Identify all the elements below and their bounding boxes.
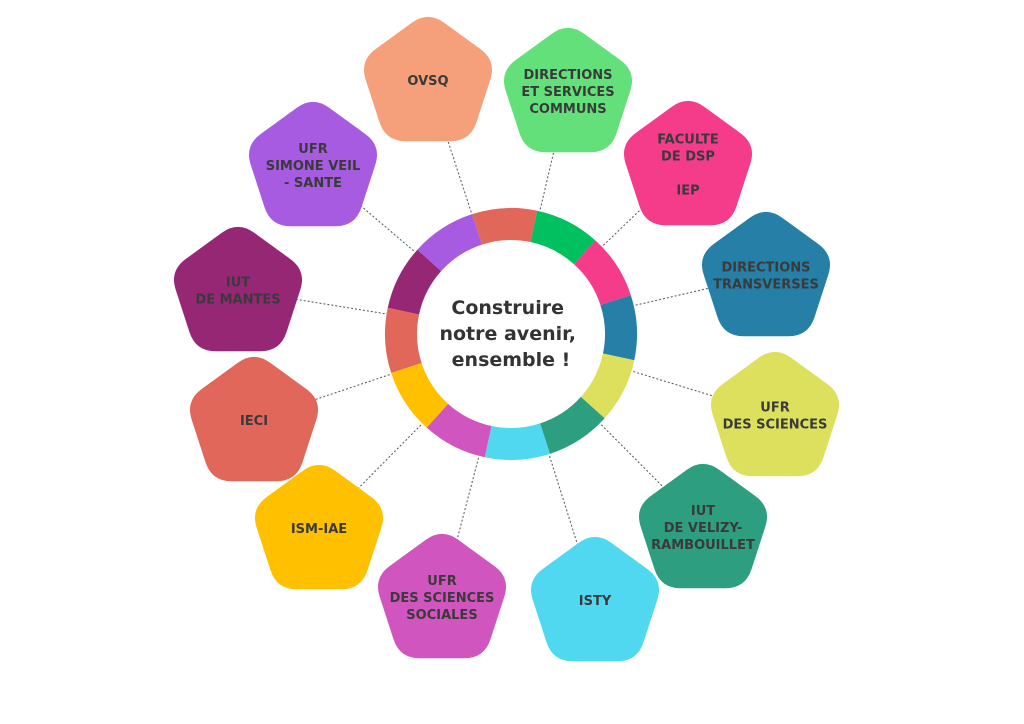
node-label-line: IEP (676, 184, 699, 199)
ring-segment-8 (426, 403, 492, 458)
node-shape-ufr-sciences-sociales (377, 533, 507, 659)
node-label-line: ISTY (579, 594, 612, 609)
node-shape-directions-transverses (701, 211, 831, 337)
node-label-line: DIRECTIONS (523, 68, 612, 83)
ring-segment-9 (391, 363, 449, 428)
node-label-line: DE MANTES (195, 293, 280, 308)
node-label-line: IUT (226, 276, 250, 291)
node-label-iut-velizy: IUT DE VELIZY- RAMBOUILLET (651, 504, 755, 553)
center-title: Construire notre avenir, ensemble ! (439, 297, 582, 371)
node-shape-faculte-dsp-iep (623, 100, 753, 226)
node-shape-iut-velizy (638, 463, 768, 589)
node-ufr-simone-veil: UFR SIMONE VEIL - SANTE (248, 101, 378, 227)
node-label-faculte-dsp-iep: FACULTE DE DSP IEP (657, 133, 718, 199)
node-label-line: RAMBOUILLET (651, 538, 755, 553)
node-label-line: UFR (760, 401, 789, 416)
node-label-line: SIMONE VEIL (266, 159, 361, 174)
node-iut-velizy: IUT DE VELIZY- RAMBOUILLET (638, 463, 768, 589)
node-label-ufr-sciences: UFR DES SCIENCES (723, 401, 828, 433)
center-line-2: notre avenir, (439, 323, 575, 345)
node-label-line: DIRECTIONS (721, 261, 810, 276)
node-label-line: ISM-IAE (291, 522, 347, 537)
node-ufr-sciences: UFR DES SCIENCES (710, 351, 840, 477)
connector-ufr-sciences (633, 371, 776, 416)
node-ovsq: OVSQ (363, 16, 493, 142)
node-label-line: FACULTE (657, 133, 718, 148)
node-label-line: DE DSP (661, 150, 715, 165)
node-label-isty: ISTY (579, 594, 612, 609)
node-label-iut-mantes: IUT DE MANTES (195, 276, 280, 308)
node-label-line: - SANTE (284, 176, 342, 191)
node-shape-ieci (189, 356, 319, 482)
ring-segment-3 (573, 240, 631, 305)
ring-segment-4 (600, 295, 637, 361)
ring-segment-1 (472, 208, 538, 245)
node-shape-ovsq (363, 16, 493, 142)
node-label-line: SOCIALES (406, 608, 477, 623)
ring-segment-2 (530, 210, 596, 265)
center-line-1: Construire (451, 297, 564, 319)
node-shape-iut-mantes (173, 226, 303, 352)
node-shape-directions-services-communs (503, 27, 633, 153)
node-label-line: UFR (298, 142, 327, 157)
ring-segment-5 (580, 353, 635, 419)
center-line-3: ensemble ! (452, 349, 571, 371)
node-directions-transverses: DIRECTIONS TRANSVERSES (701, 211, 831, 337)
node-directions-services-communs: DIRECTIONS ET SERVICES COMMUNS (503, 27, 633, 153)
node-label-line: COMMUNS (529, 102, 606, 117)
node-iut-mantes: IUT DE MANTES (173, 226, 303, 352)
node-label-line: DES SCIENCES (390, 591, 495, 606)
node-label-line: IECI (240, 414, 268, 429)
node-label-ism-iae: ISM-IAE (291, 522, 347, 537)
node-label-line: DES SCIENCES (723, 418, 828, 433)
node-label-ufr-simone-veil: UFR SIMONE VEIL - SANTE (266, 142, 361, 191)
ring-segment-7 (484, 423, 550, 460)
ring-segment-6 (540, 396, 605, 454)
node-ism-iae: ISM-IAE (254, 464, 384, 590)
ring-segment-11 (387, 249, 442, 315)
node-label-directions-services-communs: DIRECTIONS ET SERVICES COMMUNS (521, 68, 614, 117)
node-label-line: IUT (691, 504, 715, 519)
ring-segment-12 (417, 214, 482, 272)
node-label-ovsq: OVSQ (407, 74, 448, 89)
node-faculte-dsp-iep: FACULTE DE DSP IEP (623, 100, 753, 226)
connector-iut-mantes (237, 289, 385, 315)
node-label-line: TRANSVERSES (713, 278, 819, 293)
node-label-line: UFR (427, 574, 456, 589)
node-ieci: IECI (189, 356, 319, 482)
node-label-line: ET SERVICES (521, 85, 614, 100)
node-label-ufr-sciences-sociales: UFR DES SCIENCES SOCIALES (390, 574, 495, 623)
ring-segment-10 (385, 307, 422, 373)
node-shape-ism-iae (254, 464, 384, 590)
node-isty: ISTY (530, 536, 660, 662)
node-label-directions-transverses: DIRECTIONS TRANSVERSES (713, 261, 819, 293)
node-label-line: DE VELIZY- (664, 521, 743, 536)
center-ring (385, 208, 637, 460)
center-disc (418, 241, 604, 427)
unit-nodes: OVSQ DIRECTIONS ET SERVICES COMMUNS FACULTE D… (173, 16, 840, 662)
node-ufr-sciences-sociales: UFR DES SCIENCES SOCIALES (377, 533, 507, 659)
node-label-ieci: IECI (240, 414, 268, 429)
node-shape-ufr-simone-veil (248, 101, 378, 227)
node-label-line: OVSQ (407, 74, 448, 89)
node-shape-isty (530, 536, 660, 662)
node-shape-ufr-sciences (710, 351, 840, 477)
